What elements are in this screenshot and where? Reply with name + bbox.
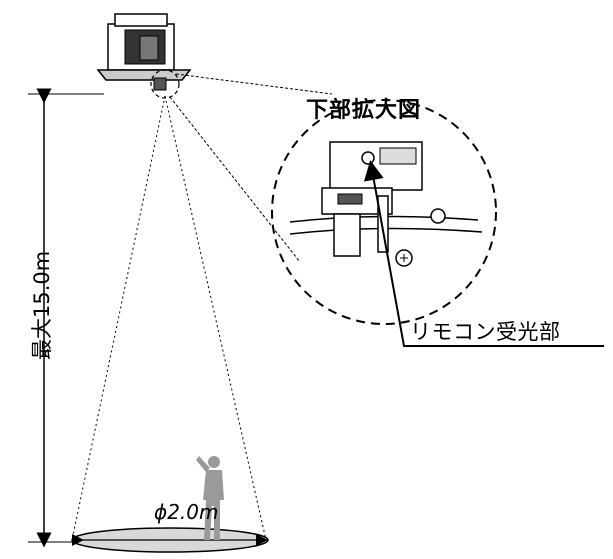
zoom-line-bottom bbox=[169, 96, 301, 263]
cone-left-edge bbox=[71, 95, 166, 541]
receiver-leader-line bbox=[363, 160, 604, 347]
zoom-line-top bbox=[175, 73, 333, 95]
cone-right-edge bbox=[164, 95, 267, 541]
sensor-device bbox=[96, 13, 192, 91]
max-height-label: 最大15.0m bbox=[30, 250, 54, 360]
person-silhouette bbox=[196, 456, 224, 540]
detail-circle bbox=[271, 99, 497, 325]
remote-receiver-label: リモコン受光部 bbox=[410, 320, 561, 344]
detail-title: 下部拡大図 bbox=[306, 98, 422, 123]
diameter-label: ϕ2.0m bbox=[154, 500, 219, 524]
